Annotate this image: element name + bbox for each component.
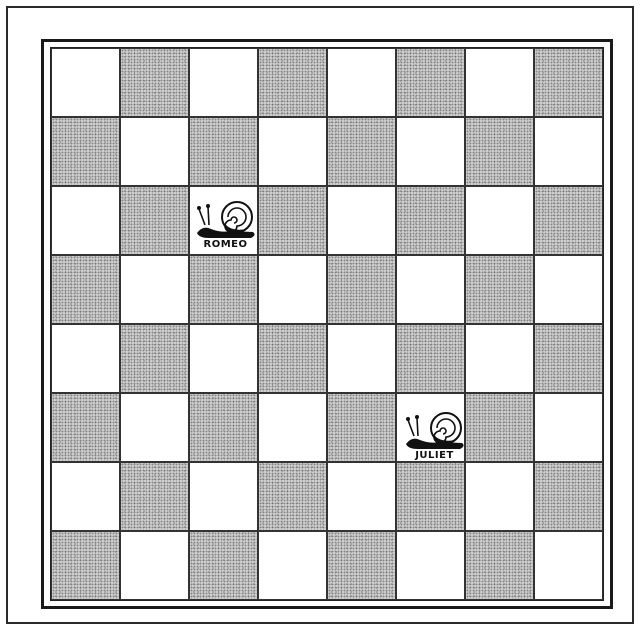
board-square[interactable] xyxy=(189,462,258,531)
snail-label-juliet: JULIET xyxy=(401,450,468,461)
board-square[interactable] xyxy=(258,324,327,393)
board-square[interactable] xyxy=(534,462,603,531)
board-square[interactable] xyxy=(120,255,189,324)
board-square[interactable] xyxy=(51,255,120,324)
board-square[interactable] xyxy=(327,255,396,324)
snail-piece-juliet[interactable]: JULIET xyxy=(401,404,468,471)
board-square[interactable] xyxy=(396,255,465,324)
board-square[interactable] xyxy=(327,462,396,531)
board-square[interactable] xyxy=(120,186,189,255)
board-square[interactable] xyxy=(189,324,258,393)
board-square[interactable] xyxy=(51,462,120,531)
board-square[interactable] xyxy=(120,48,189,117)
board-square[interactable] xyxy=(189,48,258,117)
board-square[interactable] xyxy=(120,393,189,462)
board-square[interactable] xyxy=(51,48,120,117)
board-square[interactable] xyxy=(465,255,534,324)
board-square[interactable] xyxy=(465,531,534,600)
board-square[interactable]: JULIET xyxy=(396,393,465,462)
board-square[interactable] xyxy=(189,117,258,186)
board-square[interactable] xyxy=(258,48,327,117)
snail-icon xyxy=(404,410,468,452)
board-square[interactable] xyxy=(51,186,120,255)
board-square[interactable] xyxy=(396,531,465,600)
board-square[interactable] xyxy=(465,393,534,462)
board-square[interactable] xyxy=(51,393,120,462)
board-square[interactable] xyxy=(189,393,258,462)
board-square[interactable] xyxy=(327,48,396,117)
board-square[interactable] xyxy=(465,186,534,255)
page-frame: ROMEO JULIET xyxy=(6,6,634,624)
board-square[interactable] xyxy=(465,324,534,393)
board-square[interactable] xyxy=(51,531,120,600)
board-square[interactable] xyxy=(120,462,189,531)
board-square[interactable]: ROMEO xyxy=(189,186,258,255)
board-square[interactable] xyxy=(327,531,396,600)
board-square[interactable] xyxy=(51,117,120,186)
board-square[interactable] xyxy=(534,255,603,324)
board-square[interactable] xyxy=(120,324,189,393)
board-square[interactable] xyxy=(51,324,120,393)
snail-piece-romeo[interactable]: ROMEO xyxy=(192,193,259,260)
board-square[interactable] xyxy=(465,462,534,531)
board-square[interactable] xyxy=(396,186,465,255)
board-square[interactable] xyxy=(534,117,603,186)
snail-icon xyxy=(195,199,259,241)
board-square[interactable] xyxy=(465,117,534,186)
board-square[interactable] xyxy=(534,48,603,117)
board-square[interactable] xyxy=(258,462,327,531)
board-square[interactable] xyxy=(534,186,603,255)
board-square[interactable] xyxy=(534,393,603,462)
board-square[interactable] xyxy=(189,531,258,600)
board-grid: ROMEO JULIET xyxy=(50,47,604,601)
board-square[interactable] xyxy=(396,117,465,186)
board-square[interactable] xyxy=(396,48,465,117)
board-square[interactable] xyxy=(120,531,189,600)
board-square[interactable] xyxy=(534,531,603,600)
board-square[interactable] xyxy=(327,117,396,186)
board-square[interactable] xyxy=(120,117,189,186)
chessboard: ROMEO JULIET xyxy=(41,39,613,609)
board-square[interactable] xyxy=(258,255,327,324)
board-square[interactable] xyxy=(327,324,396,393)
board-square[interactable] xyxy=(258,531,327,600)
board-square[interactable] xyxy=(327,186,396,255)
board-square[interactable] xyxy=(465,48,534,117)
board-square[interactable] xyxy=(534,324,603,393)
board-square[interactable] xyxy=(258,186,327,255)
board-square[interactable] xyxy=(396,462,465,531)
board-square[interactable] xyxy=(258,393,327,462)
board-square[interactable] xyxy=(189,255,258,324)
snail-label-romeo: ROMEO xyxy=(192,239,259,250)
board-square[interactable] xyxy=(396,324,465,393)
board-square[interactable] xyxy=(327,393,396,462)
board-square[interactable] xyxy=(258,117,327,186)
